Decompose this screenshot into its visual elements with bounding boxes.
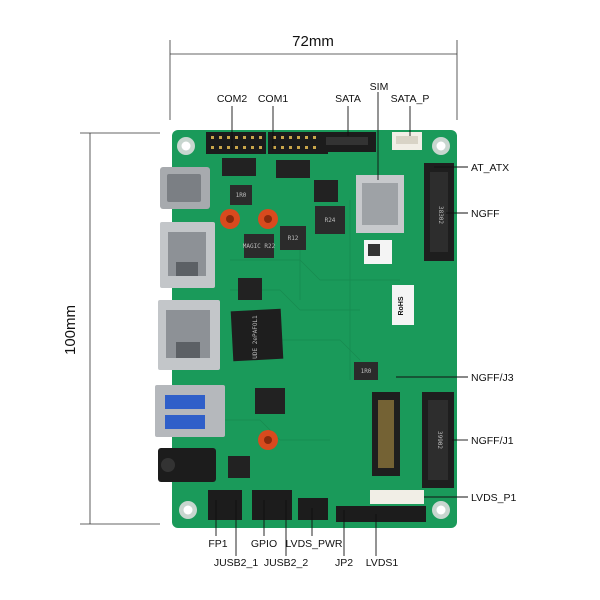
label-sata-p: SATA_P xyxy=(391,93,430,105)
ngff-slot-top: 38302 xyxy=(424,163,454,261)
sata-connector xyxy=(318,132,376,152)
lvds1-connector xyxy=(336,506,426,522)
label-sata: SATA xyxy=(335,93,361,105)
svg-text:R12: R12 xyxy=(288,235,299,242)
ngff-slot-j1: 39902 xyxy=(422,392,454,488)
usb-port xyxy=(155,385,225,437)
mounting-hole-bl xyxy=(179,501,197,519)
width-label: 72mm xyxy=(292,33,334,50)
chip-small-2 xyxy=(314,180,338,202)
svg-text:MAGIC R22: MAGIC R22 xyxy=(243,243,276,250)
main-soc: UDE 2ePAFOL1 xyxy=(230,308,284,362)
dc-jack xyxy=(160,167,210,209)
chip-small-3 xyxy=(255,388,285,414)
rj45-port-1 xyxy=(160,222,215,288)
label-ngff-j1: NGFF/J1 xyxy=(471,435,514,447)
com2-header xyxy=(206,132,266,154)
standoff-2 xyxy=(258,209,278,229)
label-jusb2-1: JUSB2_1 xyxy=(214,557,259,569)
lvds-pwr-header xyxy=(298,498,328,520)
fp1-header xyxy=(208,490,242,520)
svg-text:R24: R24 xyxy=(325,217,336,224)
label-sim: SIM xyxy=(370,81,389,93)
svg-text:RoHS: RoHS xyxy=(398,296,405,315)
inductor-1r0-b: 1R0 xyxy=(354,362,378,380)
chip-small-1 xyxy=(238,278,262,300)
qr-sticker xyxy=(364,240,392,264)
gpio-header xyxy=(252,490,292,520)
standoff-3 xyxy=(258,430,278,450)
chip-com2 xyxy=(222,158,256,176)
height-dimension: 100mm xyxy=(62,132,160,525)
sim-slot xyxy=(356,175,404,233)
mounting-hole-br xyxy=(432,501,450,519)
sata-power-connector xyxy=(392,132,422,150)
mounting-hole-tr xyxy=(432,137,450,155)
svg-text:1R0: 1R0 xyxy=(236,192,247,199)
label-fp1: FP1 xyxy=(208,538,227,550)
ngff-slot-j3 xyxy=(372,392,400,476)
label-jp2: JP2 xyxy=(335,557,353,569)
label-gpio: GPIO xyxy=(251,538,277,550)
svg-text:UDE 2ePAFOL1: UDE 2ePAFOL1 xyxy=(252,315,259,359)
label-jusb2-2: JUSB2_2 xyxy=(264,557,309,569)
label-lvds-p1: LVDS_P1 xyxy=(471,492,516,504)
audio-jack xyxy=(158,448,216,482)
label-lvds1: LVDS1 xyxy=(366,557,399,569)
label-at-atx: AT_ATX xyxy=(471,162,509,174)
label-ngff-j3: NGFF/J3 xyxy=(471,372,514,384)
label-ngff: NGFF xyxy=(471,208,500,220)
label-com1: COM1 xyxy=(258,93,288,105)
label-lvds-pwr: LVDS_PWR xyxy=(286,538,343,550)
inductor-1r0: 1R0 xyxy=(230,185,252,205)
height-label: 100mm xyxy=(62,305,79,355)
chip-small-4 xyxy=(228,456,250,478)
rohs-label: RoHS xyxy=(392,285,414,325)
chip-com1 xyxy=(276,160,310,178)
inductor-r24: R24 xyxy=(315,206,345,234)
mounting-hole-tl xyxy=(177,137,195,155)
rj45-port-2 xyxy=(158,300,220,370)
svg-text:39902: 39902 xyxy=(436,431,443,449)
label-com2: COM2 xyxy=(217,93,247,105)
svg-text:1R0: 1R0 xyxy=(361,368,372,375)
width-dimension: 72mm xyxy=(169,33,458,120)
lvds-p1-connector xyxy=(370,490,424,504)
standoff-1 xyxy=(220,209,240,229)
inductor-r12: R12 xyxy=(280,226,306,250)
callouts: COM2 COM1 SATA SIM SATA_P AT_ATX NGFF NG… xyxy=(208,81,516,569)
com1-header xyxy=(268,132,328,154)
svg-text:38302: 38302 xyxy=(437,206,444,224)
inductor-magic-r22: MAGIC R22 xyxy=(243,234,276,258)
